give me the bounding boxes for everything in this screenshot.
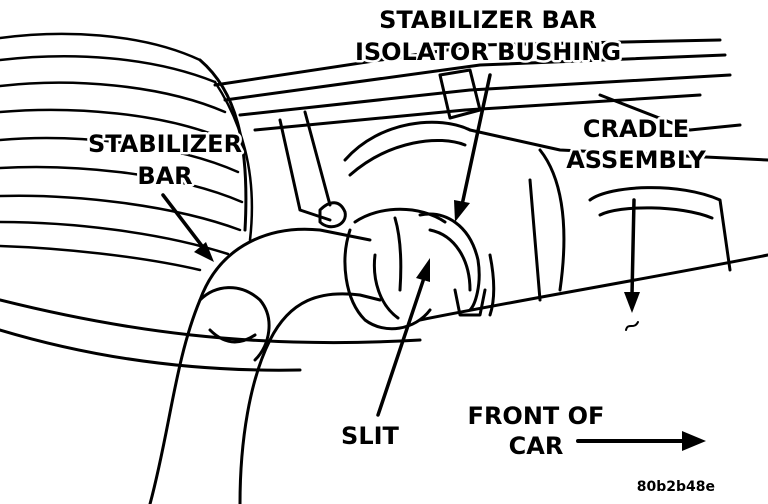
- stabilizer-bar: [148, 227, 382, 504]
- isolator-label-line1: STABILIZER BAR: [379, 6, 597, 34]
- slit-arrow-head: [416, 258, 430, 282]
- stabilizer-label-line1: STABILIZER: [88, 130, 242, 158]
- slit-label: SLIT: [341, 422, 400, 450]
- front-label-line2: CAR: [509, 432, 564, 460]
- stabilizer-label-line2: BAR: [137, 162, 192, 190]
- front-arrow-head: [682, 431, 706, 451]
- boot-coils: [0, 32, 254, 272]
- cradle-label-line2: ASSEMBLY: [566, 146, 706, 174]
- leader-arrows: [161, 73, 706, 451]
- stabilizer-arrow-head: [194, 242, 214, 262]
- front-label-line1: FRONT OF: [468, 402, 605, 430]
- frame-rails: [213, 38, 742, 229]
- isolator-label-line2: ISOLATOR BUSHING: [355, 38, 621, 66]
- cradle-arrow-head: [624, 292, 640, 313]
- isolator-bushing: [343, 207, 496, 331]
- cradle-label-line1: CRADLE: [583, 115, 689, 143]
- labels: STABILIZER BAR ISOLATOR BUSHING STABILIZ…: [85, 4, 715, 496]
- isolator-arrow-head: [454, 200, 470, 222]
- figure-code: 80b2b48e: [637, 479, 715, 495]
